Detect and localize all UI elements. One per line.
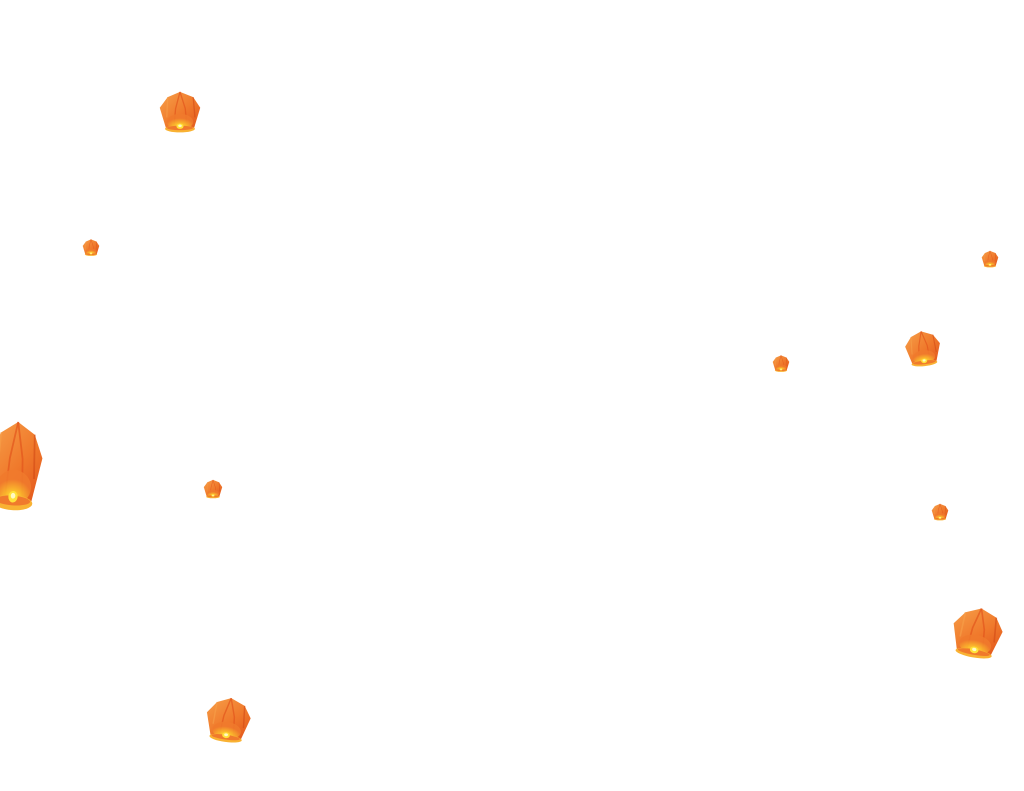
sky-lantern-icon	[0, 418, 47, 518]
sky-lantern-icon	[772, 355, 790, 373]
sky-lantern-icon	[946, 602, 1009, 667]
sky-lantern-icon	[203, 479, 223, 500]
sky-lantern-icon	[158, 90, 202, 136]
sky-lantern-icon	[82, 239, 100, 257]
sky-lantern-icon	[931, 503, 949, 522]
sky-lantern-icon	[902, 328, 944, 371]
sky-lantern-icon	[201, 692, 256, 750]
sky-lantern-icon	[981, 250, 999, 269]
